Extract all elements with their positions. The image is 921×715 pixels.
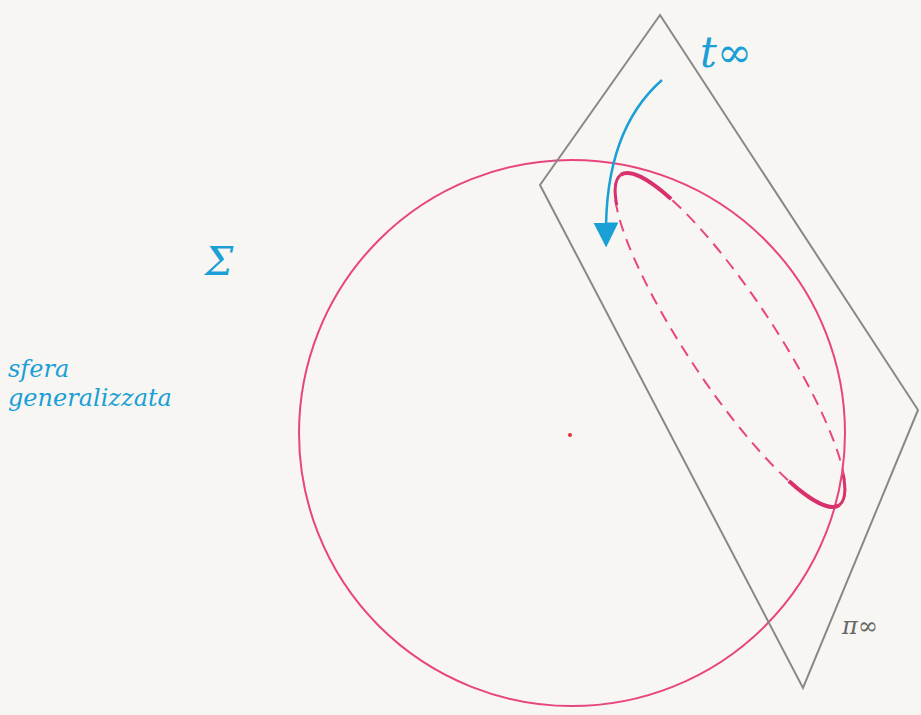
plane-at-infinity — [540, 15, 918, 688]
sphere-symbol: Σ — [205, 238, 233, 284]
plane-label: π∞ — [842, 612, 878, 640]
pointer-arrow — [606, 80, 662, 235]
sphere-caption: sfera generalizzata — [8, 355, 208, 413]
generalized-sphere — [299, 160, 845, 706]
intersection-circle — [584, 151, 876, 530]
center-dot — [568, 433, 572, 437]
plane-intersection-label: t∞ — [700, 28, 752, 77]
